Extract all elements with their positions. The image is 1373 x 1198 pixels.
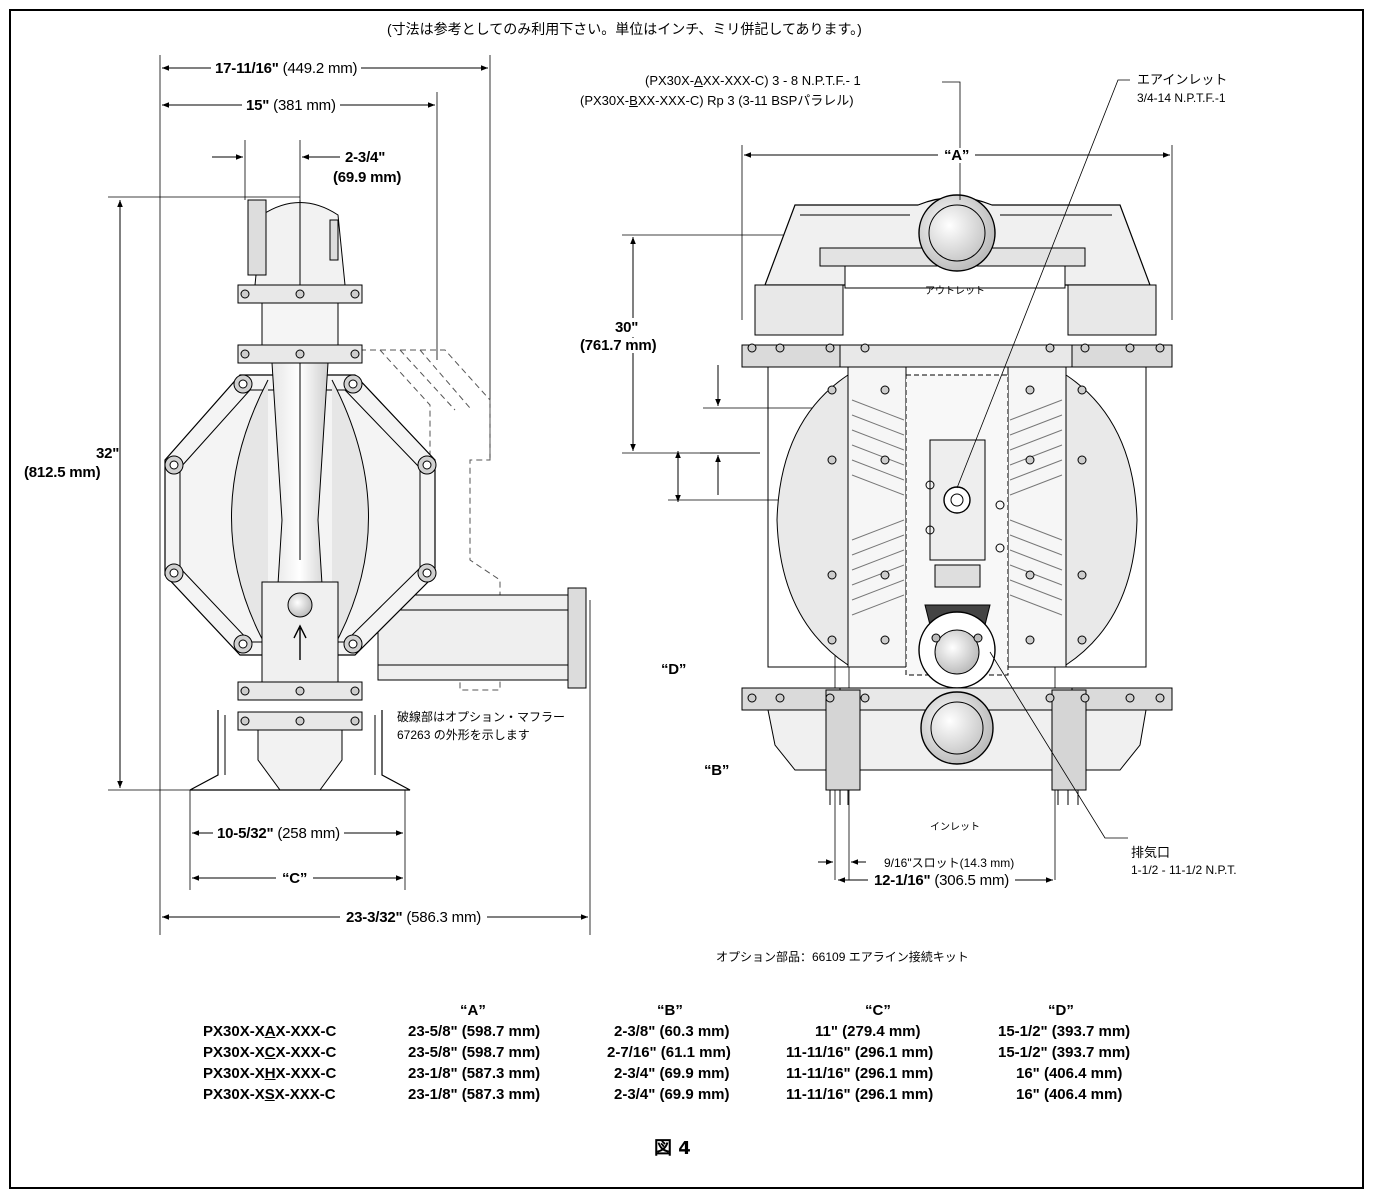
model-code: C	[264, 1044, 276, 1061]
outlet-spec-b-suffix: XX-XXX-C) Rp 3 (3-11 BSPパラレル)	[637, 93, 854, 108]
outlet-label: アウトレット	[925, 286, 985, 297]
dim-15-value: 15"	[246, 97, 270, 114]
air-inlet-spec: 3/4-14 N.P.T.F.-1	[1137, 91, 1226, 105]
model-suffix: X-XXX-C	[275, 1065, 337, 1082]
dim-height-value: 32"	[96, 444, 120, 463]
air-inlet-title: エアインレット	[1137, 72, 1228, 87]
table-cell-d: 16" (406.4 mm)	[1016, 1086, 1123, 1103]
table-cell-b: 2-3/8" (60.3 mm)	[614, 1023, 730, 1040]
model-code: H	[264, 1065, 276, 1082]
outlet-spec-b: (PX30X-BXX-XXX-C) Rp 3 (3-11 BSPパラレル)	[580, 94, 854, 107]
dim-c-label: “C”	[276, 871, 314, 886]
outlet-spec-a: (PX30X-AXX-XXX-C) 3 - 8 N.P.T.F.- 1	[645, 74, 861, 87]
table-cell-c: 11" (279.4 mm)	[815, 1023, 921, 1040]
dim-overall-depth-value: 23-3/32"	[346, 909, 403, 926]
dim-30-metric: (761.7 mm)	[580, 337, 657, 354]
table-cell-a: 23-5/8" (598.7 mm)	[408, 1044, 541, 1061]
outlet-spec-a-prefix: (PX30X-	[645, 73, 695, 88]
outlet-spec-a-suffix: XX-XXX-C) 3 - 8 N.P.T.F.- 1	[702, 73, 861, 88]
table-header-a: “A”	[460, 1002, 486, 1019]
dim-12-1-16-value: 12-1/16"	[874, 872, 931, 889]
table-cell-c: 11-11/16" (296.1 mm)	[786, 1086, 934, 1103]
dim-overall-depth-metric: (586.3 mm)	[406, 909, 482, 926]
dim-d-label: “D”	[661, 660, 687, 679]
model-suffix: X-XXX-C	[275, 1044, 337, 1061]
dim-overall-depth: 23-3/32" (586.3 mm)	[340, 909, 488, 926]
outlet-spec-b-code: B	[629, 93, 638, 108]
table-header-b: “B”	[657, 1002, 683, 1019]
table-cell-model: PX30X-XCX-XXX-C	[203, 1045, 336, 1060]
table-cell-a: 23-1/8" (587.3 mm)	[408, 1086, 541, 1103]
dim-15: 15" (381 mm)	[242, 98, 340, 113]
page-border	[9, 9, 1364, 1189]
table-cell-d: 15-1/2" (393.7 mm)	[998, 1023, 1131, 1040]
dim-30-value: 30"	[615, 318, 639, 337]
exhaust-spec: 1-1/2 - 11-1/2 N.P.T.	[1131, 863, 1237, 877]
table-cell-b: 2-7/16" (61.1 mm)	[607, 1044, 731, 1061]
table-cell-d: 16" (406.4 mm)	[1016, 1065, 1123, 1082]
dim-b-label: “B”	[704, 762, 730, 779]
dim-15-metric: (381 mm)	[273, 97, 336, 114]
table-cell-d: 15-1/2" (393.7 mm)	[998, 1044, 1131, 1061]
muffler-note-line1: 破線部はオプション・マフラー	[397, 710, 566, 724]
header-note: (寸法は参考としてのみ利用下さい。単位はインチ、ミリ併記してあります。)	[387, 21, 862, 37]
model-prefix: PX30X-X	[203, 1023, 265, 1040]
dim-overall-width-value: 17-11/16"	[215, 60, 279, 77]
table-cell-a: 23-1/8" (587.3 mm)	[408, 1065, 541, 1082]
table-header-d: “D”	[1048, 1002, 1074, 1019]
front-view	[622, 79, 1173, 883]
model-suffix: X-XXX-C	[274, 1086, 336, 1103]
model-code: A	[264, 1023, 276, 1040]
table-cell-model: PX30X-XAX-XXX-C	[203, 1024, 336, 1039]
outlet-spec-a-code: A	[694, 73, 703, 88]
dim-10-5-32-metric: (258 mm)	[277, 825, 340, 842]
exhaust-title: 排気口	[1131, 845, 1171, 860]
model-prefix: PX30X-X	[203, 1044, 265, 1061]
table-cell-model: PX30X-XSX-XXX-C	[203, 1087, 336, 1102]
table-cell-a: 23-5/8" (598.7 mm)	[408, 1023, 541, 1040]
muffler-note-line2: 67263 の外形を示します	[397, 728, 530, 742]
dim-10-5-32: 10-5/32" (258 mm)	[213, 826, 344, 841]
outlet-spec-b-prefix: (PX30X-	[580, 93, 630, 108]
table-cell-b: 2-3/4" (69.9 mm)	[614, 1086, 730, 1103]
dim-12-1-16: 12-1/16" (306.5 mm)	[868, 872, 1016, 889]
slot-label: 9/16"スロット(14.3 mm)	[884, 856, 1015, 870]
figure-caption: 図 4	[654, 1138, 691, 1159]
table-cell-b: 2-3/4" (69.9 mm)	[614, 1065, 730, 1082]
option-note: オプション部品：66109 エアライン接続キット	[716, 950, 969, 964]
model-suffix: X-XXX-C	[275, 1023, 337, 1040]
model-code: S	[264, 1086, 275, 1103]
dim-height-metric: (812.5 mm)	[24, 464, 101, 481]
dim-overall-width-metric: (449.2 mm)	[282, 60, 358, 77]
dim-2-3-4-value: 2-3/4"	[345, 149, 386, 166]
model-prefix: PX30X-X	[203, 1086, 265, 1103]
dim-overall-width: 17-11/16" (449.2 mm)	[211, 60, 362, 77]
dim-12-1-16-metric: (306.5 mm)	[934, 872, 1010, 889]
table-cell-c: 11-11/16" (296.1 mm)	[786, 1044, 934, 1061]
dim-a-label: “A”	[938, 148, 976, 163]
model-prefix: PX30X-X	[203, 1065, 265, 1082]
table-header-c: “C”	[865, 1002, 891, 1019]
table-cell-c: 11-11/16" (296.1 mm)	[786, 1065, 934, 1082]
table-cell-model: PX30X-XHX-XXX-C	[203, 1066, 336, 1081]
dim-2-3-4-metric: (69.9 mm)	[333, 169, 402, 186]
side-view	[108, 55, 591, 935]
dim-10-5-32-value: 10-5/32"	[217, 825, 274, 842]
inlet-label: インレット	[930, 822, 980, 833]
